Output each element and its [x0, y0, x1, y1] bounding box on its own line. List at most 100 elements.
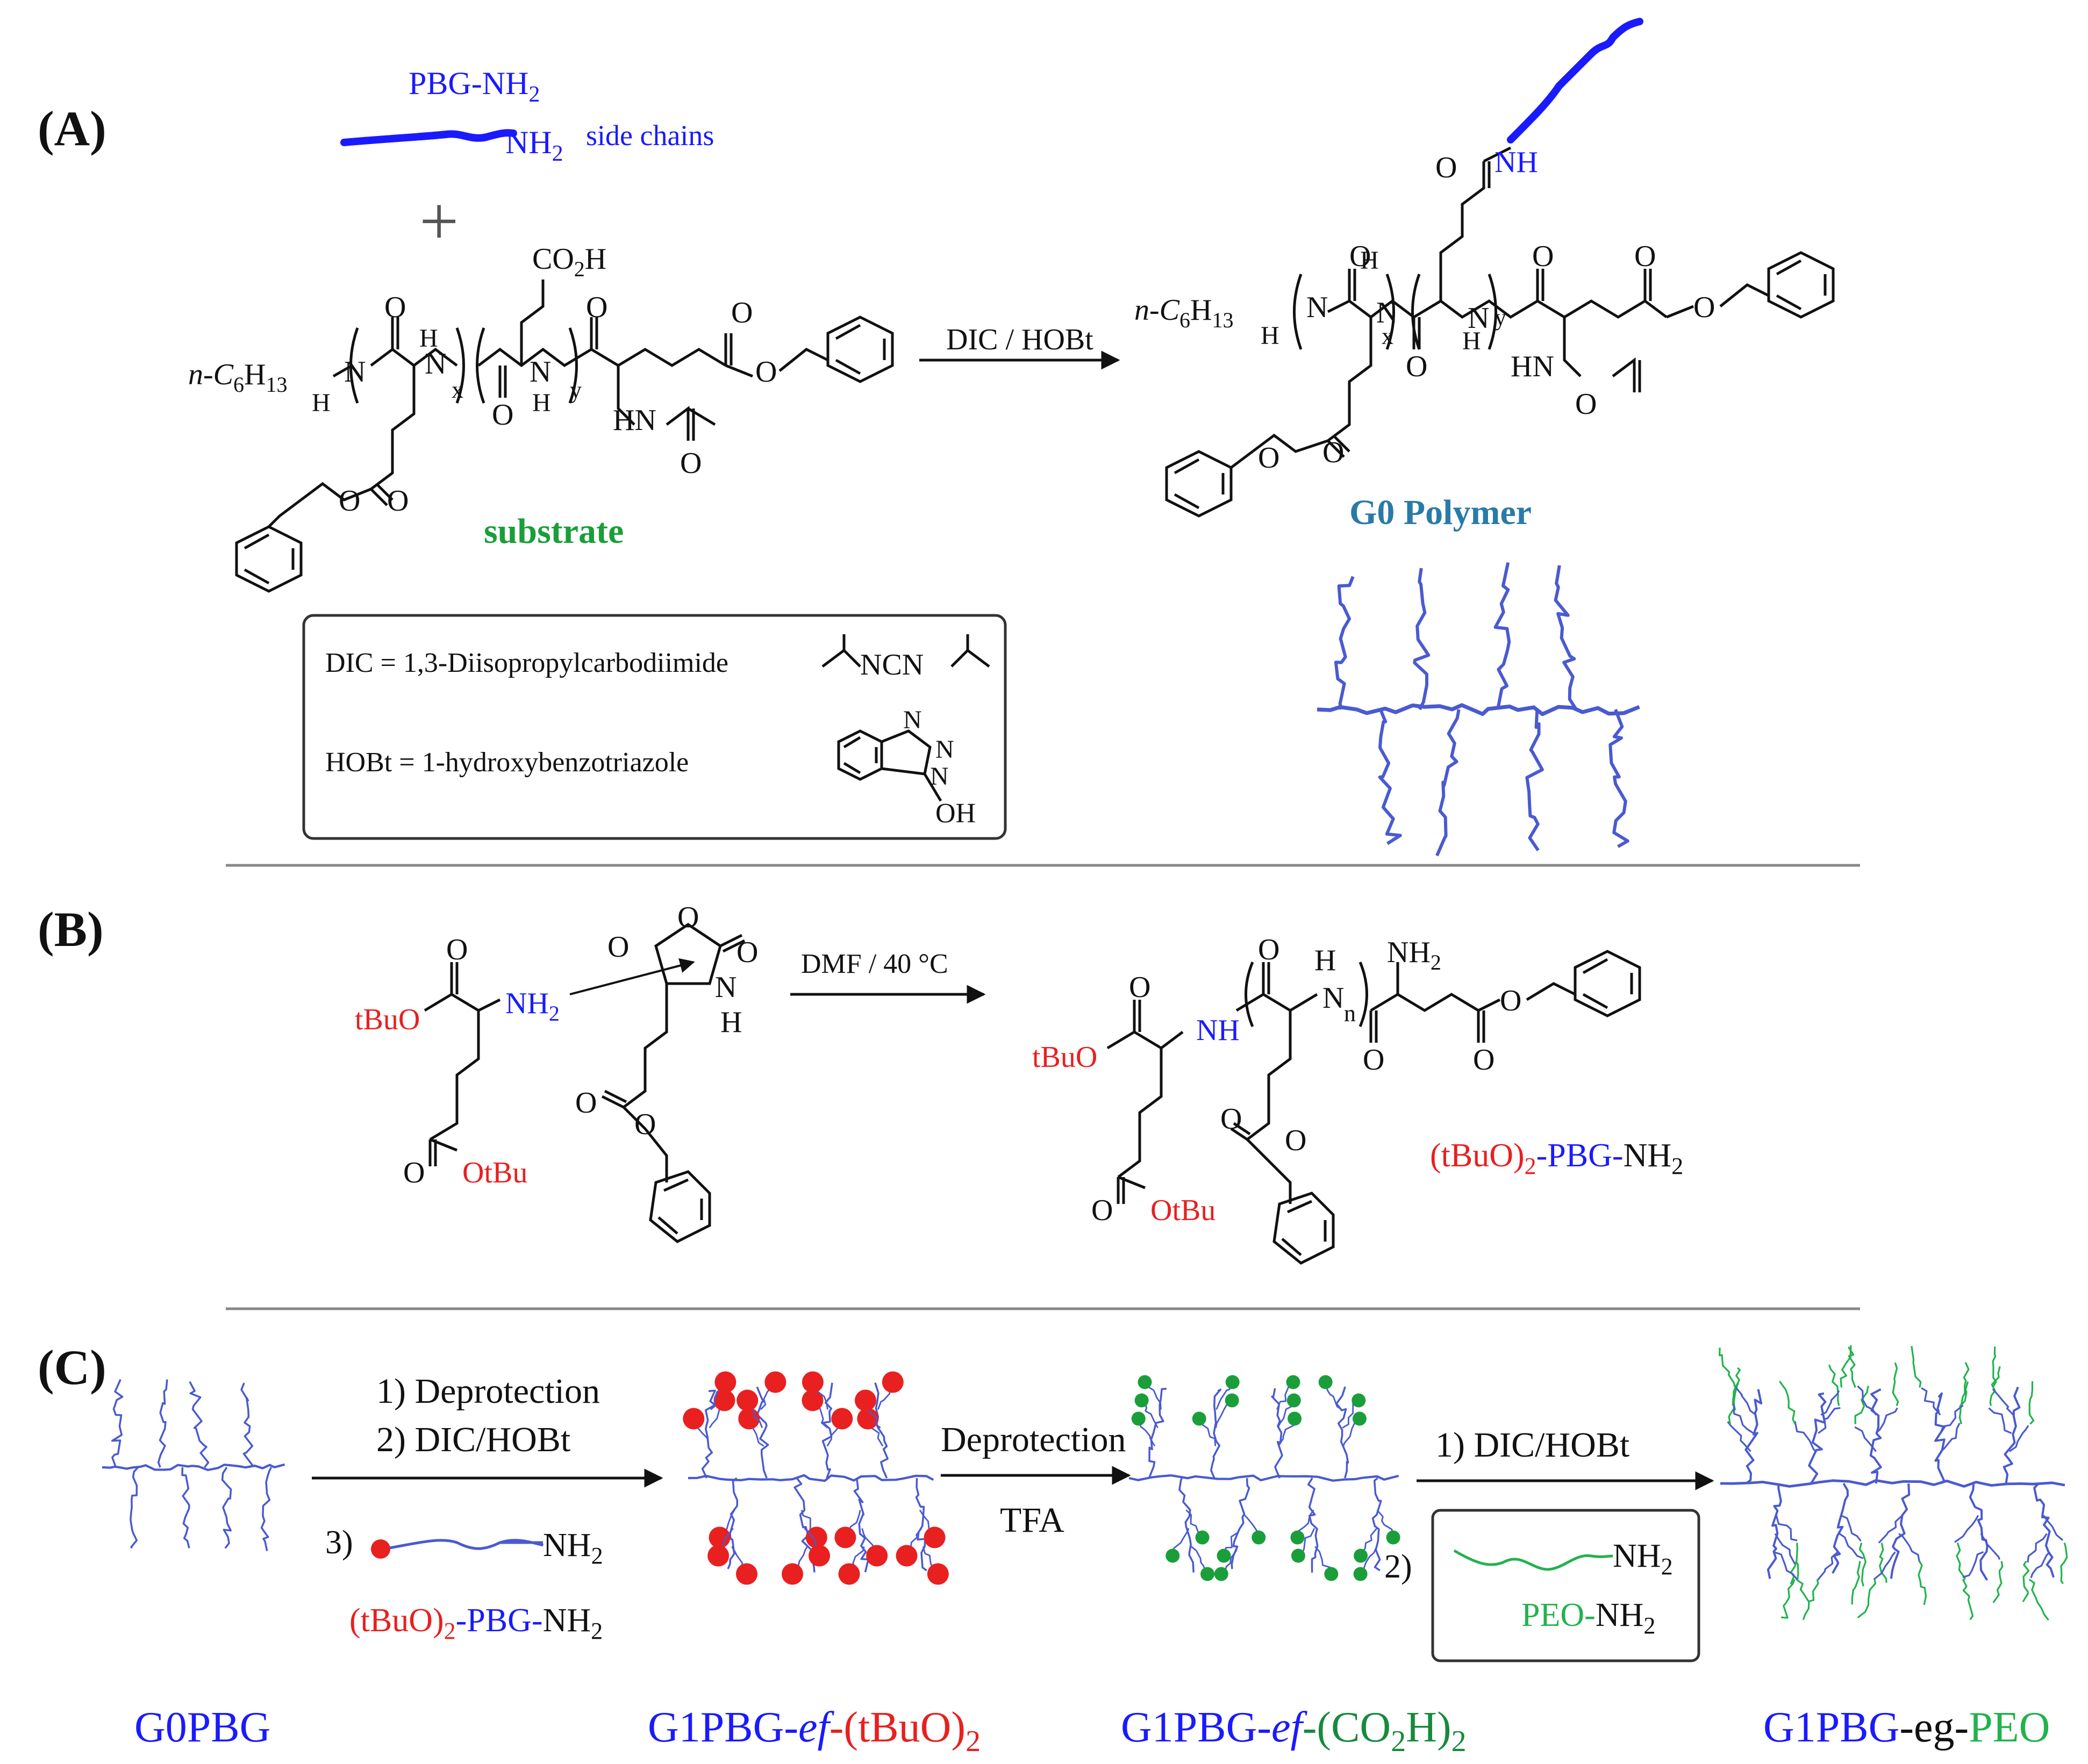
g0-pbg-side-chain [1507, 18, 1643, 144]
svg-text:H: H [419, 324, 438, 353]
brush-branch [1299, 1528, 1315, 1559]
step3-nh2: NH2 [543, 1527, 603, 1569]
brush-side-chain [756, 1386, 769, 1479]
brush-branch [1873, 1551, 1896, 1580]
brush-side-chain [1271, 1388, 1283, 1479]
brush-branch [1794, 1421, 1817, 1452]
end-group-dot [866, 1545, 888, 1567]
panel-c-label: (C) [38, 1340, 106, 1395]
brush-branch [1962, 1551, 1984, 1578]
svg-text:N: N [1306, 291, 1328, 324]
svg-text:O: O [731, 296, 753, 329]
end-group-dot [802, 1371, 824, 1393]
svg-text:H: H [1314, 944, 1336, 977]
peo-chain-segment [1962, 1579, 1974, 1620]
end-group-dot [1290, 1530, 1305, 1545]
svg-text:O: O [680, 447, 702, 480]
brush-side-chain [1210, 1388, 1221, 1479]
brush-backbone [102, 1463, 285, 1472]
brush-branch [1980, 1533, 2001, 1560]
pbg-nh2-end: NH2 [505, 125, 563, 166]
legend-hobt-line: HOBt = 1-hydroxybenzotriazole [325, 747, 689, 778]
brush-backbone [1128, 1474, 1399, 1482]
end-group-dot [896, 1545, 918, 1567]
svg-text:O: O [1693, 291, 1715, 324]
panel-b: (B) tBuO O NH2 O OtBu O O O N [38, 901, 1683, 1265]
peo-chain-segment [1795, 1560, 1810, 1603]
end-group-dot [1225, 1375, 1240, 1389]
step-c2-label: 2) [1384, 1548, 1412, 1585]
brush-side-chain [1148, 1387, 1167, 1479]
brush-side-chain [2003, 1386, 2021, 1484]
brush-side-chain [1969, 1483, 1989, 1581]
red-end-group [371, 1539, 390, 1559]
brush-branch [2030, 1551, 2051, 1579]
brush-side-chain [189, 1381, 210, 1468]
peo-chain-segment [1911, 1346, 1922, 1388]
svg-text:O: O [586, 291, 607, 324]
svg-text:N: N [903, 706, 922, 734]
svg-text:H: H [532, 389, 551, 417]
hobt-structure [837, 729, 942, 802]
svg-text:y: y [570, 377, 582, 403]
svg-text:O: O [634, 1108, 656, 1141]
svg-text:O: O [755, 355, 777, 389]
step-deprotection: Deprotection [941, 1420, 1126, 1459]
svg-text:N: N [1322, 981, 1344, 1015]
svg-text:H: H [1360, 246, 1379, 275]
brush-branch [1820, 1390, 1840, 1416]
brush-branch [1816, 1551, 1839, 1582]
peo-chain-segment [1892, 1362, 1899, 1407]
caption-g1pbg-tbu: G1PBG-ef-(tBuO)2 [648, 1704, 981, 1758]
svg-text:y: y [1495, 304, 1506, 331]
peo-chain-segment [1854, 1386, 1870, 1424]
svg-text:N: N [1376, 296, 1398, 329]
peo-chain-segment [1879, 1543, 1887, 1583]
peo-chain-segment [1847, 1346, 1856, 1388]
peo-nh2: NH2 [1613, 1538, 1673, 1580]
svg-text:OtBu: OtBu [1150, 1194, 1215, 1227]
brush-side-chain [157, 1379, 168, 1468]
svg-text:HN: HN [613, 404, 656, 437]
brush-side-chain [1525, 709, 1544, 851]
brush-side-chain [2033, 1482, 2055, 1578]
peo-chain-segment [1780, 1579, 1796, 1619]
peo-chain-segment [2060, 1543, 2068, 1584]
end-group-dot [1200, 1567, 1215, 1581]
end-group-dot [709, 1526, 731, 1548]
brush-branch [1774, 1533, 1796, 1565]
svg-text:O: O [1258, 933, 1279, 966]
brush-side-chain [701, 1389, 716, 1479]
substrate-label: substrate [484, 512, 624, 551]
step3-label: 3) [325, 1524, 353, 1561]
peo-chain [1453, 1549, 1613, 1571]
svg-text:O: O [384, 291, 406, 324]
g0-atom-labels: n-C6H13 N H O H N x O N H y O O O HN O O… [1134, 146, 1715, 475]
brush-side-chain [1869, 1388, 1882, 1484]
legend-dic-line: DIC = 1,3-Diisopropylcarbodiimide [325, 648, 728, 678]
brush-branch [1222, 1546, 1239, 1577]
svg-text:n: n [1344, 1000, 1356, 1027]
brush-side-chain [1608, 708, 1629, 848]
end-group-dot [1324, 1567, 1339, 1581]
svg-text:HN: HN [1511, 350, 1554, 383]
svg-text:O: O [387, 484, 409, 518]
reagent-dic-hobt: DIC / HOBt [946, 323, 1093, 356]
end-group-dot [1252, 1530, 1266, 1545]
brush-side-chain [1744, 1389, 1763, 1485]
g0-brush-cartoon [1317, 562, 1640, 857]
svg-text:O: O [575, 1086, 597, 1120]
hobt-oh: OH [935, 798, 976, 829]
peo-chain-segment [1828, 1364, 1840, 1406]
svg-text:O: O [1406, 350, 1427, 383]
peo-chain-segment [1857, 1579, 1877, 1618]
dic-ncn: NCN [860, 648, 924, 682]
brush-backbone [688, 1474, 934, 1482]
brush-side-chain [915, 1478, 927, 1572]
brush-branch [1875, 1407, 1898, 1434]
g1pbg-tbu-cartoon [683, 1371, 949, 1585]
peo-chain-segment [1958, 1381, 1969, 1424]
brush-side-chain [1808, 1392, 1827, 1485]
peo-reagent-label: PEO-NH2 [1521, 1597, 1655, 1639]
